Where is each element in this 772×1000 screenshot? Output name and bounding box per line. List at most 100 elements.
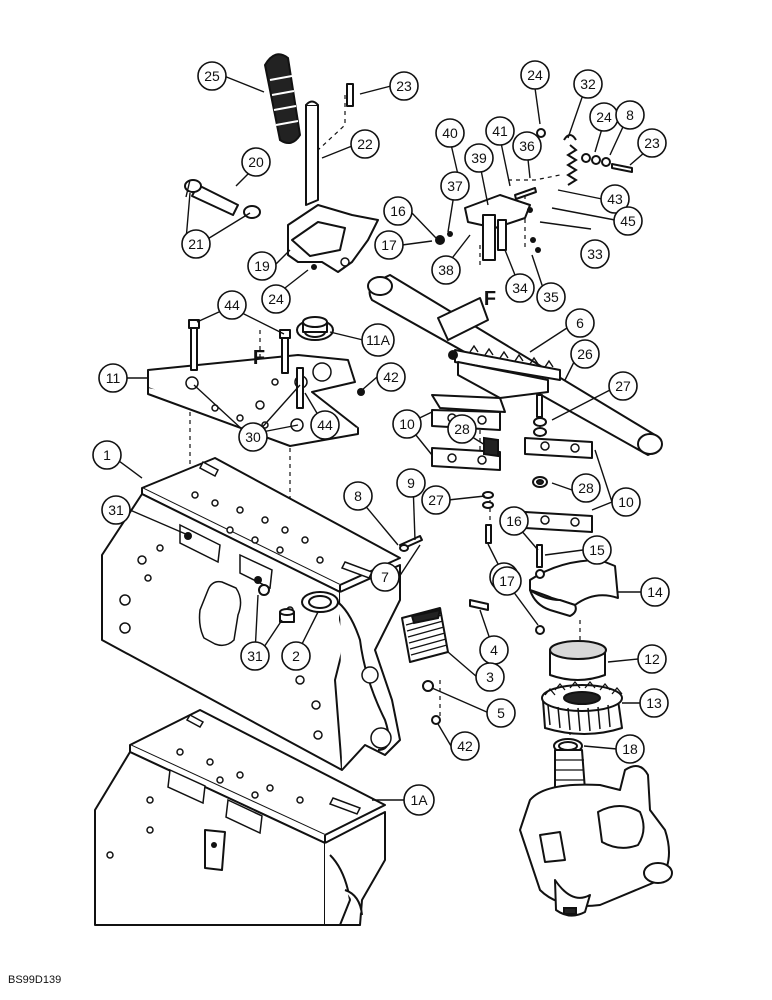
callout: 19 — [247, 251, 277, 281]
svg-text:23: 23 — [644, 135, 660, 151]
callout: 30 — [238, 422, 268, 452]
main-frame — [101, 457, 401, 771]
callout: 12 — [637, 644, 667, 674]
top-plate — [147, 354, 359, 447]
callout: 9 — [396, 468, 426, 498]
figure-id: BS99D139 — [8, 974, 62, 986]
svg-text:42: 42 — [383, 369, 399, 385]
callout: 16 — [499, 506, 529, 536]
pin-23 — [346, 83, 354, 107]
callout: 26 — [570, 339, 600, 369]
svg-text:3: 3 — [486, 669, 494, 685]
callout: 38 — [431, 255, 461, 285]
svg-text:18: 18 — [622, 741, 638, 757]
callout: 18 — [615, 734, 645, 764]
svg-text:25: 25 — [204, 68, 220, 84]
callout: 34 — [505, 273, 535, 303]
svg-text:13: 13 — [646, 695, 662, 711]
svg-text:28: 28 — [454, 421, 470, 437]
svg-text:36: 36 — [519, 138, 535, 154]
callout: 23 — [389, 71, 419, 101]
callout: 8 — [615, 100, 645, 130]
svg-text:27: 27 — [428, 492, 444, 508]
callout: 43 — [600, 184, 630, 214]
callouts: 25 23 24 32 22 40 41 24 8 20 36 23 39 3 7… — [92, 60, 670, 816]
callout: 27 — [421, 485, 451, 515]
svg-text:27: 27 — [615, 378, 631, 394]
callout: 24 — [520, 60, 550, 90]
callout: 10 — [611, 487, 641, 517]
callout: 1 — [92, 440, 122, 470]
lever-bracket — [287, 204, 379, 273]
callout: 36 — [512, 131, 542, 161]
svg-text:8: 8 — [626, 107, 634, 123]
callout: 31 — [101, 495, 131, 525]
svg-text:45: 45 — [620, 213, 636, 229]
svg-text:23: 23 — [396, 78, 412, 94]
svg-text:9: 9 — [407, 475, 415, 491]
callout: 21 — [181, 229, 211, 259]
svg-text:11A: 11A — [366, 332, 391, 348]
callout: 5 — [486, 698, 516, 728]
callout: 44 — [217, 290, 247, 320]
callout: 6 — [565, 308, 595, 338]
svg-text:1A: 1A — [410, 792, 428, 808]
svg-text:44: 44 — [224, 297, 240, 313]
callout: 39 — [464, 143, 494, 173]
svg-text:21: 21 — [188, 236, 204, 252]
callout: 24 — [589, 102, 619, 132]
callout: 44 — [310, 410, 340, 440]
spring-32 — [563, 134, 578, 186]
svg-text:26: 26 — [577, 346, 593, 362]
frame-fittings — [279, 535, 423, 623]
callout: 7 — [370, 562, 400, 592]
svg-text:14: 14 — [647, 584, 663, 600]
svg-text:20: 20 — [248, 154, 264, 170]
rubber-block — [401, 599, 489, 725]
callout: 40 — [435, 118, 465, 148]
callout: 13 — [639, 688, 669, 718]
callout: 11A — [361, 323, 395, 357]
svg-text:19: 19 — [254, 258, 270, 274]
callout: 23 — [637, 128, 667, 158]
svg-text:17: 17 — [381, 237, 397, 253]
callout: 17 — [492, 566, 522, 596]
flow-mark-right: F — [484, 288, 496, 310]
callout: 8 — [343, 481, 373, 511]
svg-text:38: 38 — [438, 262, 454, 278]
callout: 27 — [608, 371, 638, 401]
callout: 32 — [573, 69, 603, 99]
lever-rod — [305, 100, 319, 206]
svg-text:11: 11 — [106, 370, 121, 386]
shift-segment — [529, 544, 619, 635]
bushing — [549, 640, 607, 681]
svg-text:5: 5 — [497, 705, 505, 721]
callout: 41 — [485, 116, 515, 146]
svg-text:33: 33 — [587, 246, 603, 262]
callout: 25 — [197, 61, 227, 91]
callout: 14 — [640, 577, 670, 607]
svg-text:35: 35 — [543, 289, 559, 305]
callout: 42 — [376, 362, 406, 392]
sleeve-20 — [184, 179, 261, 219]
callout: 11 — [98, 363, 128, 393]
svg-text:15: 15 — [589, 542, 605, 558]
callout: 24 — [261, 284, 291, 314]
svg-text:8: 8 — [354, 488, 362, 504]
lever-grip — [263, 53, 302, 145]
svg-text:44: 44 — [317, 417, 333, 433]
callout: 16 — [383, 196, 413, 226]
svg-text:22: 22 — [357, 136, 373, 152]
callout: 35 — [536, 282, 566, 312]
svg-text:32: 32 — [580, 76, 596, 92]
svg-text:1: 1 — [103, 447, 111, 463]
svg-text:43: 43 — [607, 191, 623, 207]
callout: 10 — [392, 409, 422, 439]
svg-text:34: 34 — [512, 280, 528, 296]
svg-text:17: 17 — [499, 573, 515, 589]
svg-text:24: 24 — [527, 67, 543, 83]
svg-text:42: 42 — [457, 738, 473, 754]
wear-plates — [431, 394, 593, 544]
svg-text:30: 30 — [245, 429, 261, 445]
